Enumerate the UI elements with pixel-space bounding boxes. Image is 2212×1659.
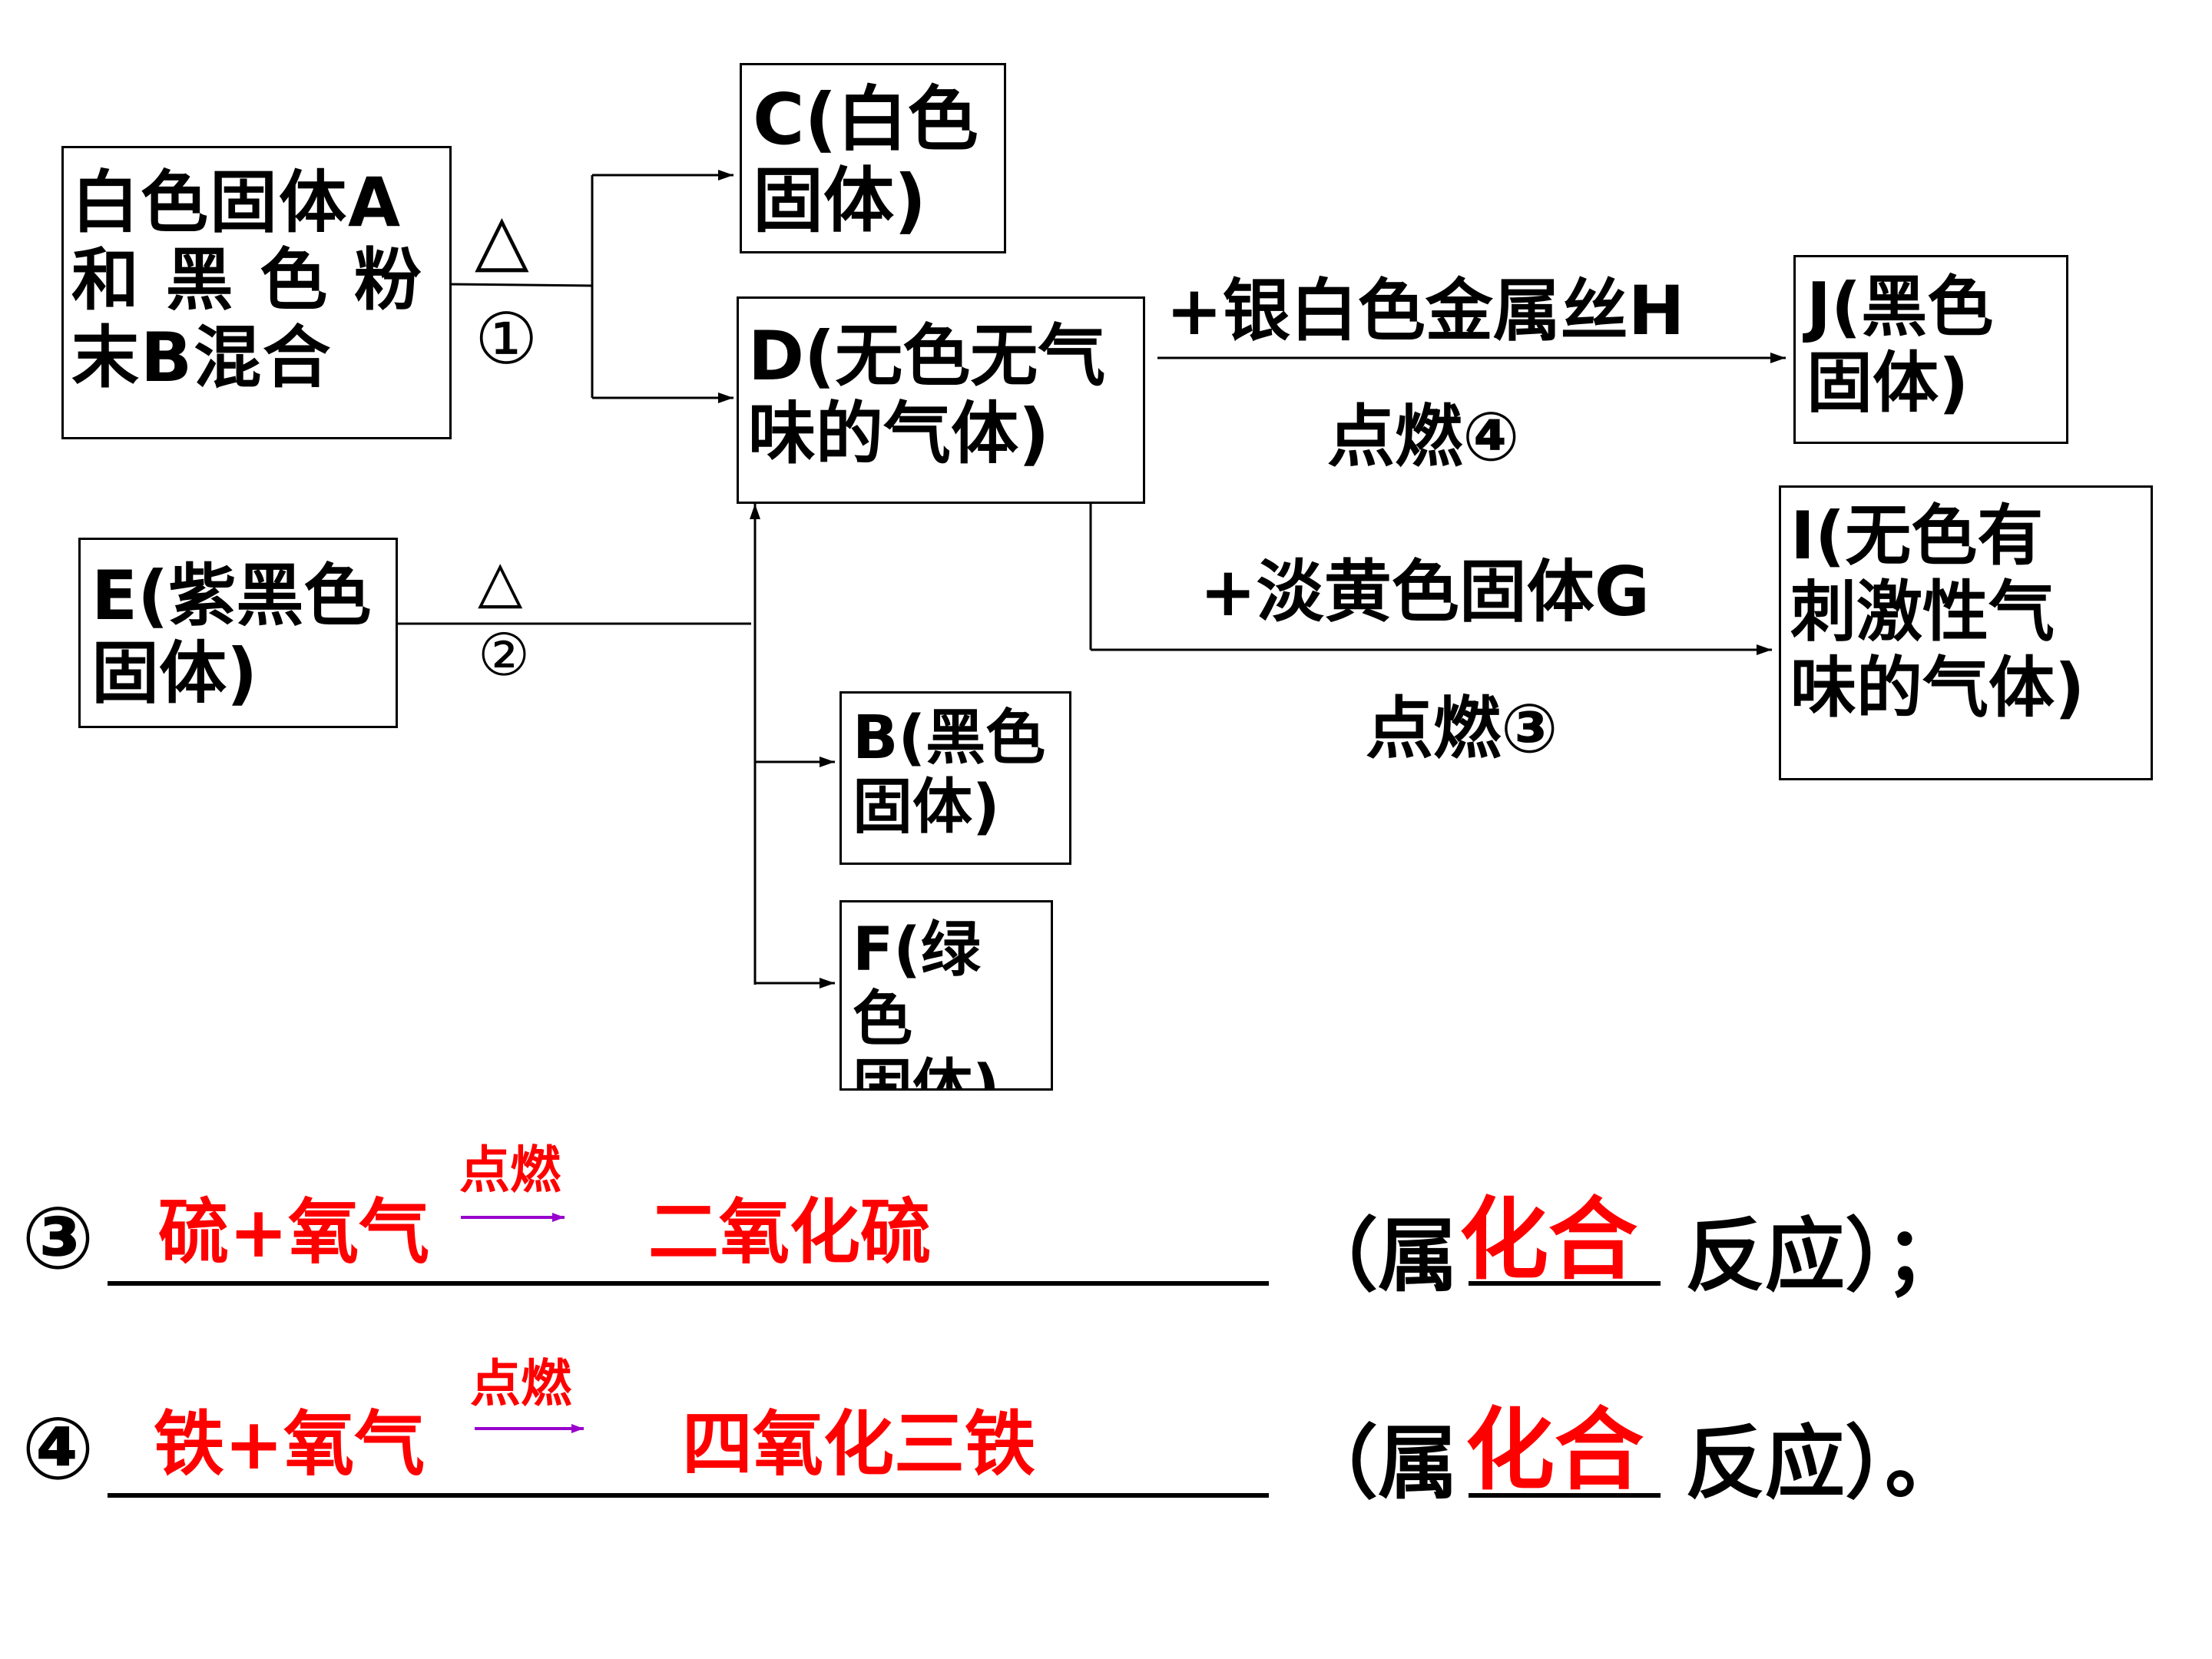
equation-4-answer: 化合	[1465, 1399, 1644, 1502]
equation-4-reactants: 铁+氧气	[154, 1403, 426, 1485]
box-e: E(紫黑色 固体)	[78, 538, 398, 728]
condition-3-label: 点燃③	[1366, 689, 1558, 768]
reagent-h-label: +银白色金属丝H	[1166, 271, 1685, 350]
box-a-text: 白色固体A 和 黑 色 粉 末B混合	[71, 163, 423, 398]
equation-4-condition: 点燃	[470, 1354, 571, 1413]
equation-4-answer-line	[1469, 1493, 1661, 1498]
step-2-label: ②	[478, 621, 531, 689]
equation-4-products: 四氧化三铁	[682, 1403, 1036, 1485]
equation-4-blank-line	[108, 1493, 1269, 1498]
condition-4-label: 点燃④	[1327, 397, 1520, 476]
box-i: I(无色有 刺激性气 味的气体)	[1779, 485, 2153, 780]
box-b-text: B(黑色 固体)	[853, 704, 1046, 842]
heat-symbol-1: △	[475, 198, 529, 280]
box-e-text: E(紫黑色 固体)	[91, 556, 372, 714]
equation-3-condition: 点燃	[459, 1141, 561, 1200]
box-i-text: I(无色有 刺激性气 味的气体)	[1790, 498, 2085, 727]
equation-3-answer: 化合	[1459, 1188, 1637, 1292]
line-a-to-split	[449, 283, 593, 287]
equation-3-products: 二氧化硫	[648, 1191, 932, 1273]
equation-4-prefix: （属	[1298, 1416, 1459, 1510]
reagent-g-label: +淡黄色固体G	[1200, 552, 1650, 631]
equation-3-blank-line	[108, 1281, 1269, 1286]
box-d: D(无色无气 味的气体)	[737, 296, 1145, 504]
box-f: F(绿色 固体)	[839, 900, 1053, 1091]
equation-4-suffix: 反应）。	[1685, 1416, 1965, 1510]
box-f-text: F(绿色 固体)	[853, 916, 1000, 1091]
box-j: J(黑色 固体)	[1793, 255, 2068, 444]
box-a-mixture: 白色固体A 和 黑 色 粉 末B混合	[61, 146, 452, 439]
box-c: C(白色 固体)	[740, 63, 1006, 253]
equation-3-suffix: 反应）；	[1685, 1209, 1965, 1303]
box-d-text: D(无色无气 味的气体)	[748, 316, 1106, 474]
box-b: B(黑色 固体)	[839, 691, 1071, 865]
equation-3-reactants: 硫+氧气	[158, 1191, 430, 1273]
step-1-label: ①	[475, 298, 538, 380]
heat-symbol-2: △	[478, 547, 523, 615]
equation-3-number: ③	[22, 1189, 94, 1289]
box-c-text: C(白色 固体)	[753, 78, 979, 242]
equation-3-answer-line	[1469, 1281, 1661, 1286]
equation-3-prefix: （属	[1298, 1209, 1459, 1303]
equation-4-number: ④	[22, 1399, 94, 1499]
box-j-text: J(黑色 固体)	[1806, 269, 1994, 422]
